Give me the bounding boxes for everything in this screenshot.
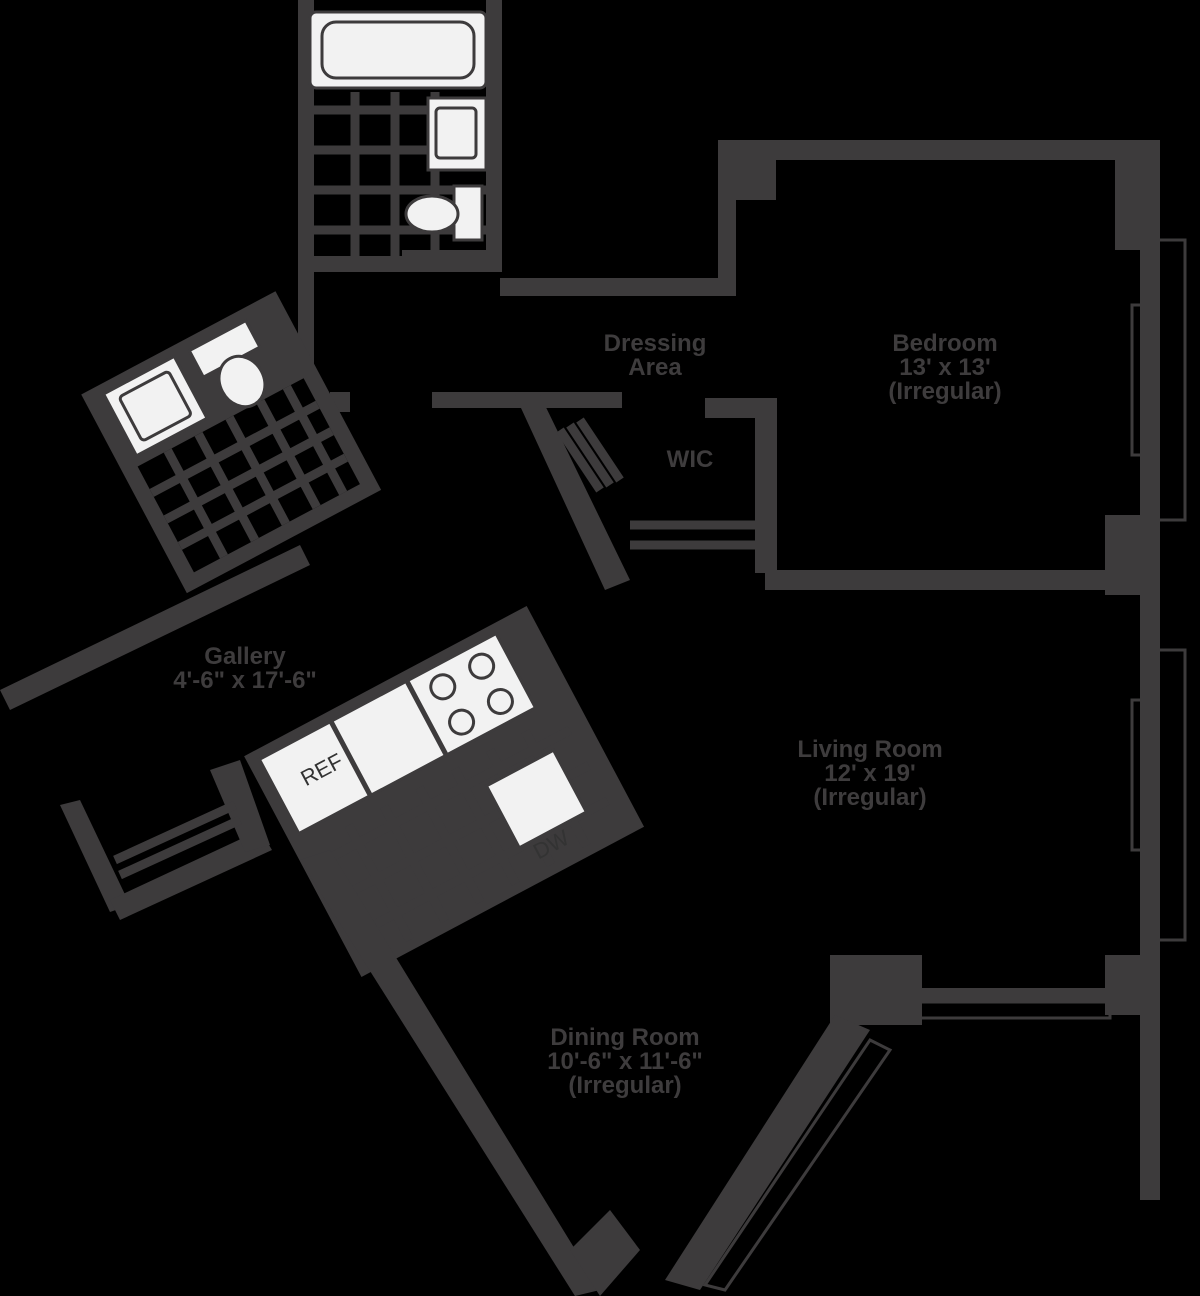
living-dining-walls [300, 648, 1187, 1296]
refrigerator-icon [257, 719, 372, 836]
counter [329, 679, 448, 798]
coat-closet [60, 760, 272, 920]
powder-room [81, 291, 382, 594]
wic-label: WIC [666, 446, 714, 473]
main-bathroom [298, 0, 502, 410]
dishwasher-icon [484, 748, 589, 850]
gallery-wall [0, 545, 310, 710]
bedroom-walls [330, 140, 1187, 1200]
stove-icon [405, 631, 538, 757]
